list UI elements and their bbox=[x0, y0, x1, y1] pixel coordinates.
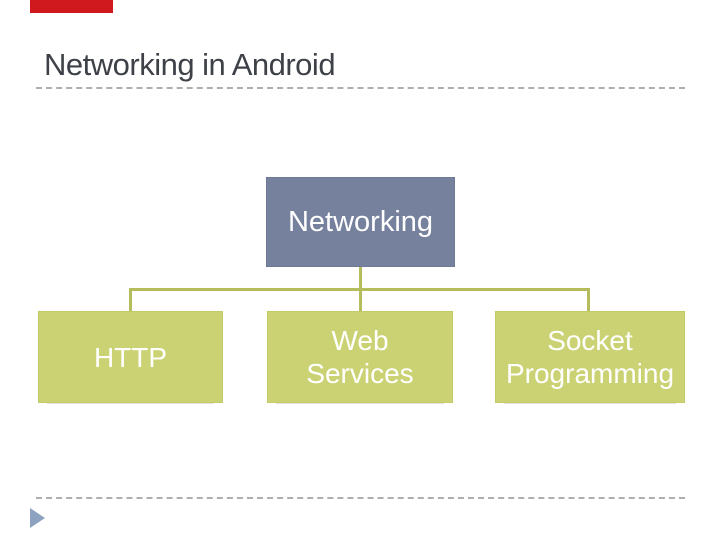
diagram-node-web-services: Web Services bbox=[267, 311, 453, 403]
diagram-node-networking: Networking bbox=[266, 177, 455, 267]
diagram-node-http: HTTP bbox=[38, 311, 223, 403]
connector-left-drop bbox=[129, 288, 132, 312]
progress-bar bbox=[30, 0, 113, 13]
connector-right-drop bbox=[587, 288, 590, 312]
slide-title: Networking in Android bbox=[44, 47, 336, 82]
diagram-node-socket-programming: Socket Programming bbox=[495, 311, 685, 403]
title-divider-line bbox=[36, 87, 685, 89]
connector-horizontal bbox=[129, 288, 590, 291]
footer-divider-line bbox=[36, 497, 685, 499]
footer-triangle-icon bbox=[30, 508, 45, 528]
